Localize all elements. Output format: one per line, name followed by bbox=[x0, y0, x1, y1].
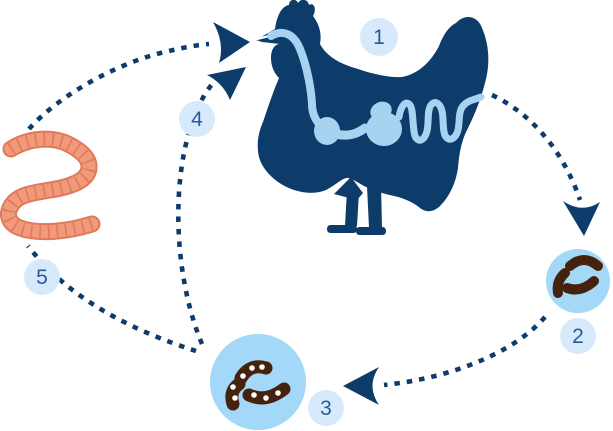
step-badge-4: 4 bbox=[179, 101, 215, 137]
chicken-shank-front bbox=[345, 190, 359, 226]
chicken-foot-back bbox=[356, 227, 386, 235]
dashed-arc bbox=[491, 92, 583, 201]
arrowhead-icon bbox=[343, 367, 379, 405]
dashed-arc bbox=[176, 76, 220, 345]
arrow-droppings-to-eggs bbox=[343, 315, 547, 405]
digestive-tract-icon bbox=[267, 28, 485, 146]
dashed-arc bbox=[26, 244, 197, 354]
worm-eggs bbox=[230, 364, 281, 401]
arrowhead-icon bbox=[213, 22, 250, 63]
egg-dot bbox=[230, 384, 236, 390]
egg-dot bbox=[251, 392, 257, 398]
dropping-icon bbox=[562, 276, 599, 295]
dropping-icon bbox=[225, 377, 246, 411]
egg-dot bbox=[240, 373, 246, 379]
egg-dot bbox=[249, 365, 255, 371]
step-badge-2: 2 bbox=[560, 318, 596, 354]
chicken-icon bbox=[255, 0, 489, 235]
arrowhead-icon bbox=[207, 67, 246, 100]
step-badge-5: 5 bbox=[24, 259, 60, 295]
arrow-eggs-to-chicken bbox=[176, 67, 246, 345]
crop-to-gizzard-tube bbox=[331, 123, 370, 140]
fresh-droppings-node bbox=[546, 249, 610, 313]
arrowhead-icon bbox=[563, 201, 600, 236]
dropping-icon bbox=[552, 268, 570, 298]
egg-dot bbox=[263, 395, 269, 401]
egg-dot bbox=[232, 395, 238, 401]
egg-dot bbox=[259, 364, 265, 370]
chicken-shank-back bbox=[367, 185, 382, 228]
arrow-eggs-to-earthworm bbox=[26, 244, 197, 354]
chicken-foot-front bbox=[327, 225, 357, 233]
dashed-arc bbox=[383, 315, 547, 388]
egg-dot bbox=[275, 390, 281, 396]
gizzard bbox=[366, 112, 402, 146]
earthworm-body bbox=[2, 132, 99, 239]
esophagus bbox=[267, 28, 325, 130]
eggs-circle bbox=[210, 334, 306, 430]
chicken-body bbox=[256, 0, 489, 212]
step-badge-1: 1 bbox=[360, 18, 398, 56]
dashed-arc bbox=[27, 41, 210, 131]
crop bbox=[314, 117, 340, 145]
dropping-icon bbox=[565, 255, 603, 271]
intestines bbox=[395, 93, 485, 144]
earthworm-icon bbox=[0, 130, 101, 241]
arrow-earthworm-to-chicken bbox=[27, 22, 250, 131]
step-badge-3: 3 bbox=[308, 390, 344, 426]
egg-droppings-node bbox=[210, 334, 306, 430]
arrow-chicken-to-droppings bbox=[491, 92, 600, 236]
